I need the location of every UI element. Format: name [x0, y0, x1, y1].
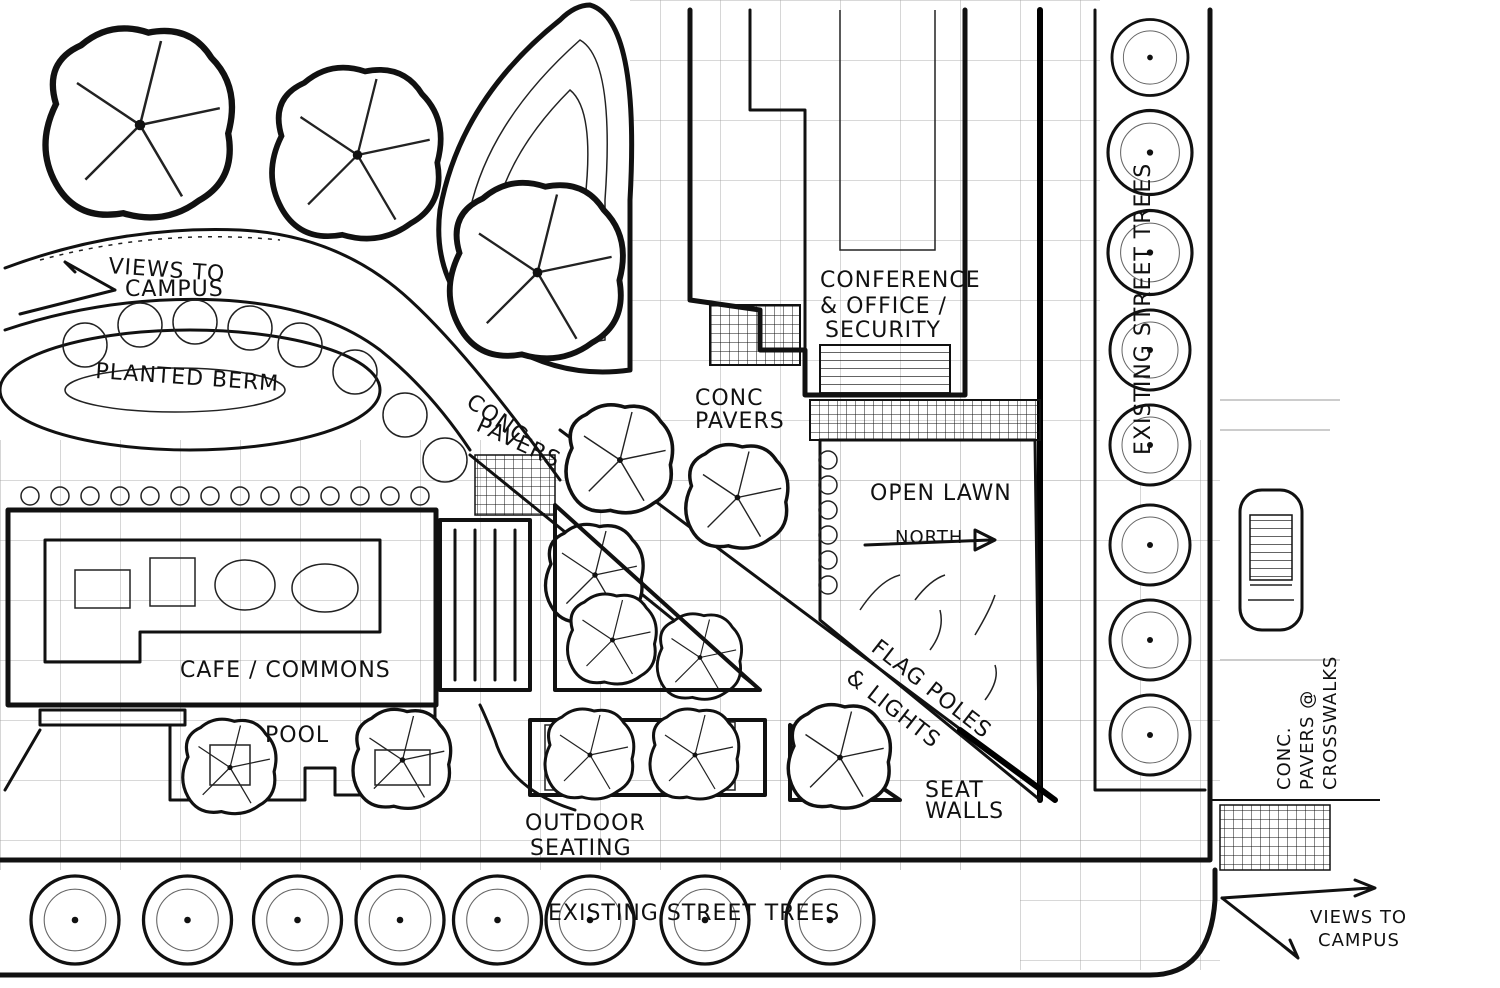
- grid-paver-band: [809, 399, 1041, 441]
- views-arrows-bottom: [1220, 878, 1377, 960]
- curb-line: [0, 867, 1218, 978]
- street: [1210, 399, 1380, 871]
- label-cafe-commons: CAFE / COMMONS: [180, 658, 391, 683]
- label-outdoor-seating-1: OUTDOOR: [525, 811, 646, 836]
- label-seat-walls-2: WALLS: [925, 799, 1004, 824]
- label-pool: POOL: [265, 723, 329, 748]
- teardrop-planter: [436, 2, 635, 375]
- seat-walls: [786, 702, 902, 811]
- label-open-lawn: OPEN LAWN: [870, 481, 1012, 506]
- open-lawn: [818, 438, 1042, 802]
- triangle-planter: [553, 503, 762, 692]
- outdoor-seating: [478, 703, 767, 812]
- pool-area: [168, 703, 453, 816]
- views-arrows-top: [18, 260, 117, 316]
- label-views-top-2: CAMPUS: [125, 277, 224, 302]
- grid-paver-patch: [474, 454, 556, 516]
- label-views-bottom-1: VIEWS TO: [1310, 907, 1407, 928]
- label-outdoor-seating-2: SEATING: [530, 836, 632, 861]
- label-seat-walls-1: SEAT: [925, 778, 984, 803]
- label-planted-berm: PLANTED BERM: [95, 359, 280, 397]
- cafe-commons-building: [5, 486, 532, 727]
- label-conference-3: SECURITY: [825, 318, 941, 343]
- label-conc-pavers-crosswalks-1: CONC.: [1274, 727, 1295, 791]
- label-views-bottom-2: CAMPUS: [1318, 930, 1400, 951]
- crosswalk-pavers: [1219, 804, 1331, 871]
- right-planting-strip: [1093, 8, 1207, 792]
- label-conc-pavers-right-2: PAVERS: [695, 409, 785, 434]
- label-conc-pavers-crosswalks-2: PAVERS @: [1297, 690, 1318, 790]
- car: [1238, 488, 1304, 632]
- label-conference-2: & OFFICE /: [820, 294, 947, 319]
- curved-walkway: [3, 228, 562, 482]
- label-conc-pavers-crosswalks-3: CROSSWALKS: [1320, 656, 1341, 790]
- north-arrow: [863, 528, 997, 552]
- label-existing-street-trees-bottom: EXISTING STREET TREES: [548, 901, 840, 926]
- sidewalk-edge: [0, 7, 1213, 863]
- label-existing-street-trees-right: EXISTING STREET TREES: [1131, 163, 1156, 455]
- large-trees-top: [46, 28, 441, 238]
- planted-berm: [0, 299, 468, 483]
- left-edge: [3, 728, 42, 792]
- label-conc-pavers-right-1: CONC: [695, 386, 764, 411]
- label-conference-1: CONFERENCE: [820, 268, 981, 293]
